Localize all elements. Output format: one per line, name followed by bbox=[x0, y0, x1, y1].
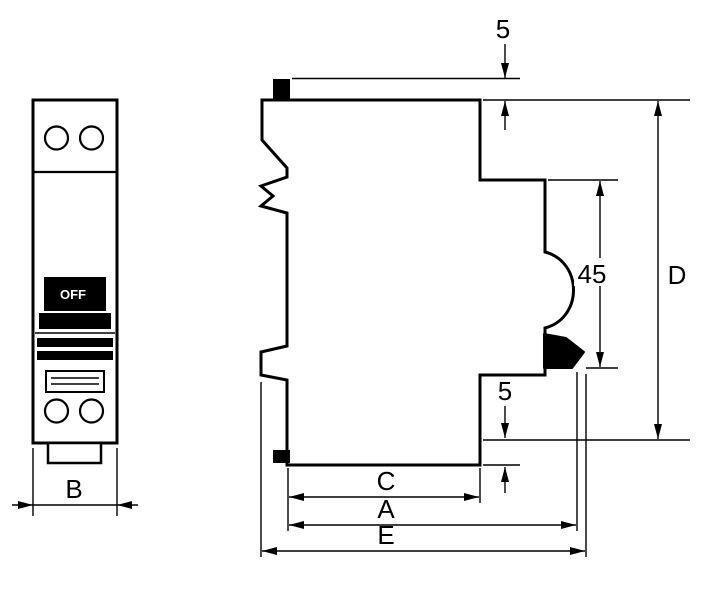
din-clip-top bbox=[273, 79, 290, 100]
terminal-screw-top-left-icon bbox=[43, 125, 70, 151]
bottom-tab bbox=[46, 441, 103, 465]
dimension-text-mask bbox=[574, 258, 611, 286]
stripe-band-1 bbox=[37, 338, 113, 347]
toggle-switch-front bbox=[44, 277, 106, 311]
breaker-body-profile bbox=[257, 98, 575, 467]
dimension-bottom-offset-label: 5 bbox=[498, 376, 512, 406]
terminal-screw-bottom-left-icon bbox=[43, 398, 70, 424]
off-label: OFF bbox=[60, 287, 86, 302]
dimension-total-depth: E bbox=[260, 374, 587, 557]
dimension-bottom-offset: 5 bbox=[483, 376, 520, 493]
dimension-b-label: B bbox=[65, 474, 82, 504]
terminal-screw-bottom-right-icon bbox=[78, 398, 105, 424]
dimension-total-height-label: D bbox=[668, 260, 687, 290]
front-view: OFF B bbox=[12, 98, 138, 516]
dimension-body-depth-label: A bbox=[377, 494, 395, 524]
din-clip-bottom bbox=[273, 450, 290, 463]
dimension-front-height: 45 bbox=[548, 179, 618, 369]
dimension-front-height-label: 45 bbox=[578, 259, 607, 289]
dimension-top-offset-label: 5 bbox=[496, 14, 510, 44]
side-view: 5 45 D 5 C bbox=[257, 14, 690, 557]
dimension-front-depth-label: C bbox=[377, 466, 396, 496]
rating-label-window bbox=[45, 370, 105, 393]
terminal-screw-top-right-icon bbox=[78, 125, 105, 151]
dimension-total-depth-label: E bbox=[377, 520, 394, 550]
toggle-lever-side bbox=[543, 333, 585, 369]
toggle-base bbox=[39, 313, 111, 329]
dimension-front-depth: C bbox=[287, 466, 481, 531]
stripe-band-2 bbox=[37, 351, 113, 360]
dimension-b: B bbox=[12, 448, 138, 516]
dimension-body-depth: A bbox=[289, 372, 578, 531]
dimension-top-offset: 5 bbox=[292, 14, 690, 130]
